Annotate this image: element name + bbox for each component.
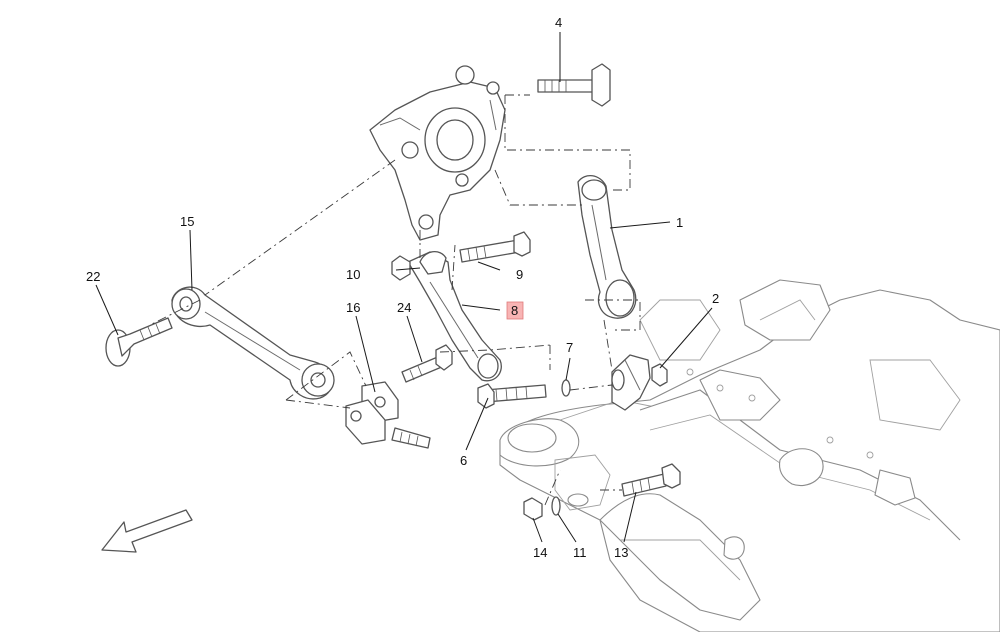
washer-part-9 xyxy=(551,496,561,516)
washer-part-7 xyxy=(561,379,571,397)
callout-10[interactable]: 9 xyxy=(516,267,523,282)
callout-14[interactable]: 14 xyxy=(533,545,547,560)
callout-6[interactable]: 6 xyxy=(460,453,467,468)
front-direction-arrow xyxy=(101,509,193,553)
bolt-part-4 xyxy=(537,63,611,107)
bolt-part-24 xyxy=(401,344,453,383)
nut-part-2 xyxy=(651,363,668,387)
nut-part-14 xyxy=(523,497,543,521)
callout-9[interactable]: 11 xyxy=(573,545,587,560)
callout-16[interactable]: 16 xyxy=(346,300,360,315)
bolt-part-22 xyxy=(105,317,173,367)
callout-13[interactable]: 13 xyxy=(614,545,628,560)
lower-arm-part-8 xyxy=(407,251,502,382)
subframe-bracket xyxy=(611,354,651,411)
callout-22[interactable]: 22 xyxy=(86,269,100,284)
callout-8-highlight xyxy=(506,301,524,320)
callout-1[interactable]: 1 xyxy=(676,215,683,230)
wheel-knuckle xyxy=(369,65,506,241)
bracket-part-16 xyxy=(345,381,431,449)
bolt-part-13 xyxy=(621,463,681,497)
rear-subframe xyxy=(499,279,1000,632)
assembly-lines xyxy=(149,94,641,506)
bolt-part-10 xyxy=(459,231,531,263)
nut-part-11 xyxy=(391,255,411,281)
callout-11[interactable]: 10 xyxy=(346,267,360,282)
upper-link-arm xyxy=(577,175,637,319)
callout-labels: 4 1 2 8 10 9 15 22 16 24 7 6 14 11 13 xyxy=(86,15,719,560)
callout-7[interactable]: 7 xyxy=(566,340,573,355)
callout-4[interactable]: 4 xyxy=(555,15,562,30)
callout-15[interactable]: 15 xyxy=(180,214,194,229)
callout-8[interactable]: 8 xyxy=(511,303,518,318)
leader-lines xyxy=(95,32,713,543)
lateral-link-part-15 xyxy=(171,286,335,400)
bolt-part-6 xyxy=(477,383,547,409)
callout-2[interactable]: 2 xyxy=(712,291,719,306)
callout-24[interactable]: 24 xyxy=(397,300,411,315)
